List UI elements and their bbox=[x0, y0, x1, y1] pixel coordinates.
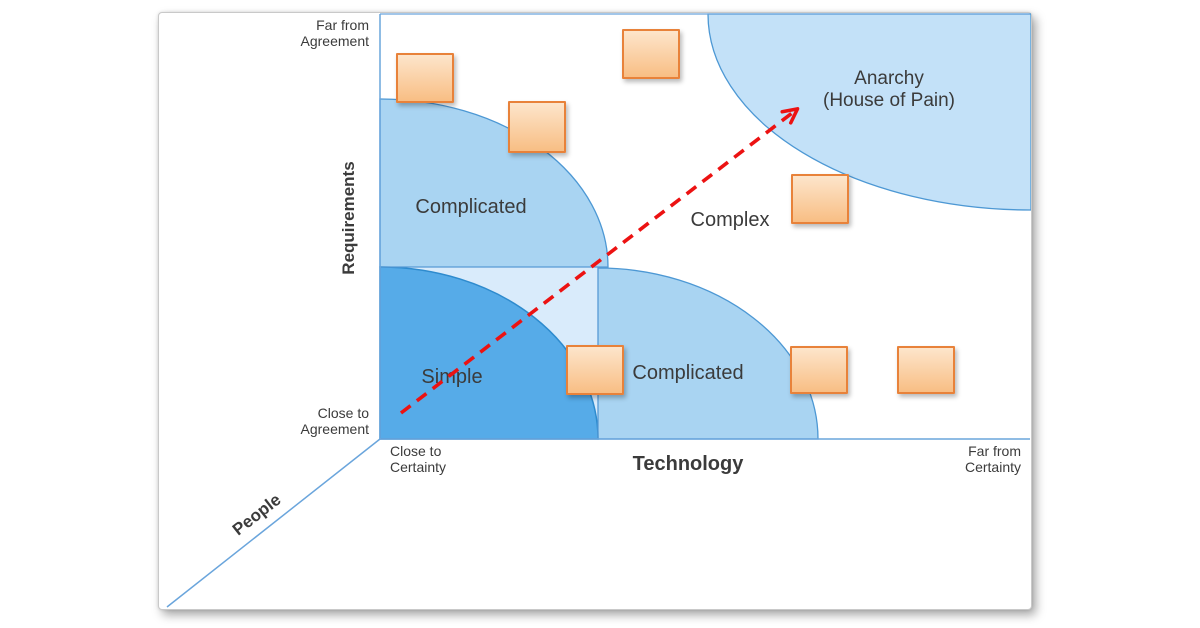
x-axis-close-label: Close to Certainty bbox=[390, 443, 447, 475]
region-label-anarchy: Anarchy (House of Pain) bbox=[822, 68, 956, 111]
notes-layer bbox=[159, 13, 1031, 609]
y-axis-close-label: Close to Agreement bbox=[300, 405, 369, 437]
sticky-note[interactable] bbox=[566, 345, 624, 395]
y-axis-far-label: Far from Agreement bbox=[300, 17, 369, 49]
diagram-card: Far from Agreement Requirements Close to… bbox=[158, 12, 1032, 610]
x-axis-far-label: Far from Certainty bbox=[964, 443, 1021, 475]
sticky-note[interactable] bbox=[897, 346, 955, 394]
sticky-note[interactable] bbox=[396, 53, 454, 103]
sticky-note[interactable] bbox=[508, 101, 566, 153]
sticky-note[interactable] bbox=[622, 29, 680, 79]
sticky-note[interactable] bbox=[790, 346, 848, 394]
x-axis-title: Technology bbox=[632, 453, 744, 475]
sticky-note[interactable] bbox=[791, 174, 849, 224]
